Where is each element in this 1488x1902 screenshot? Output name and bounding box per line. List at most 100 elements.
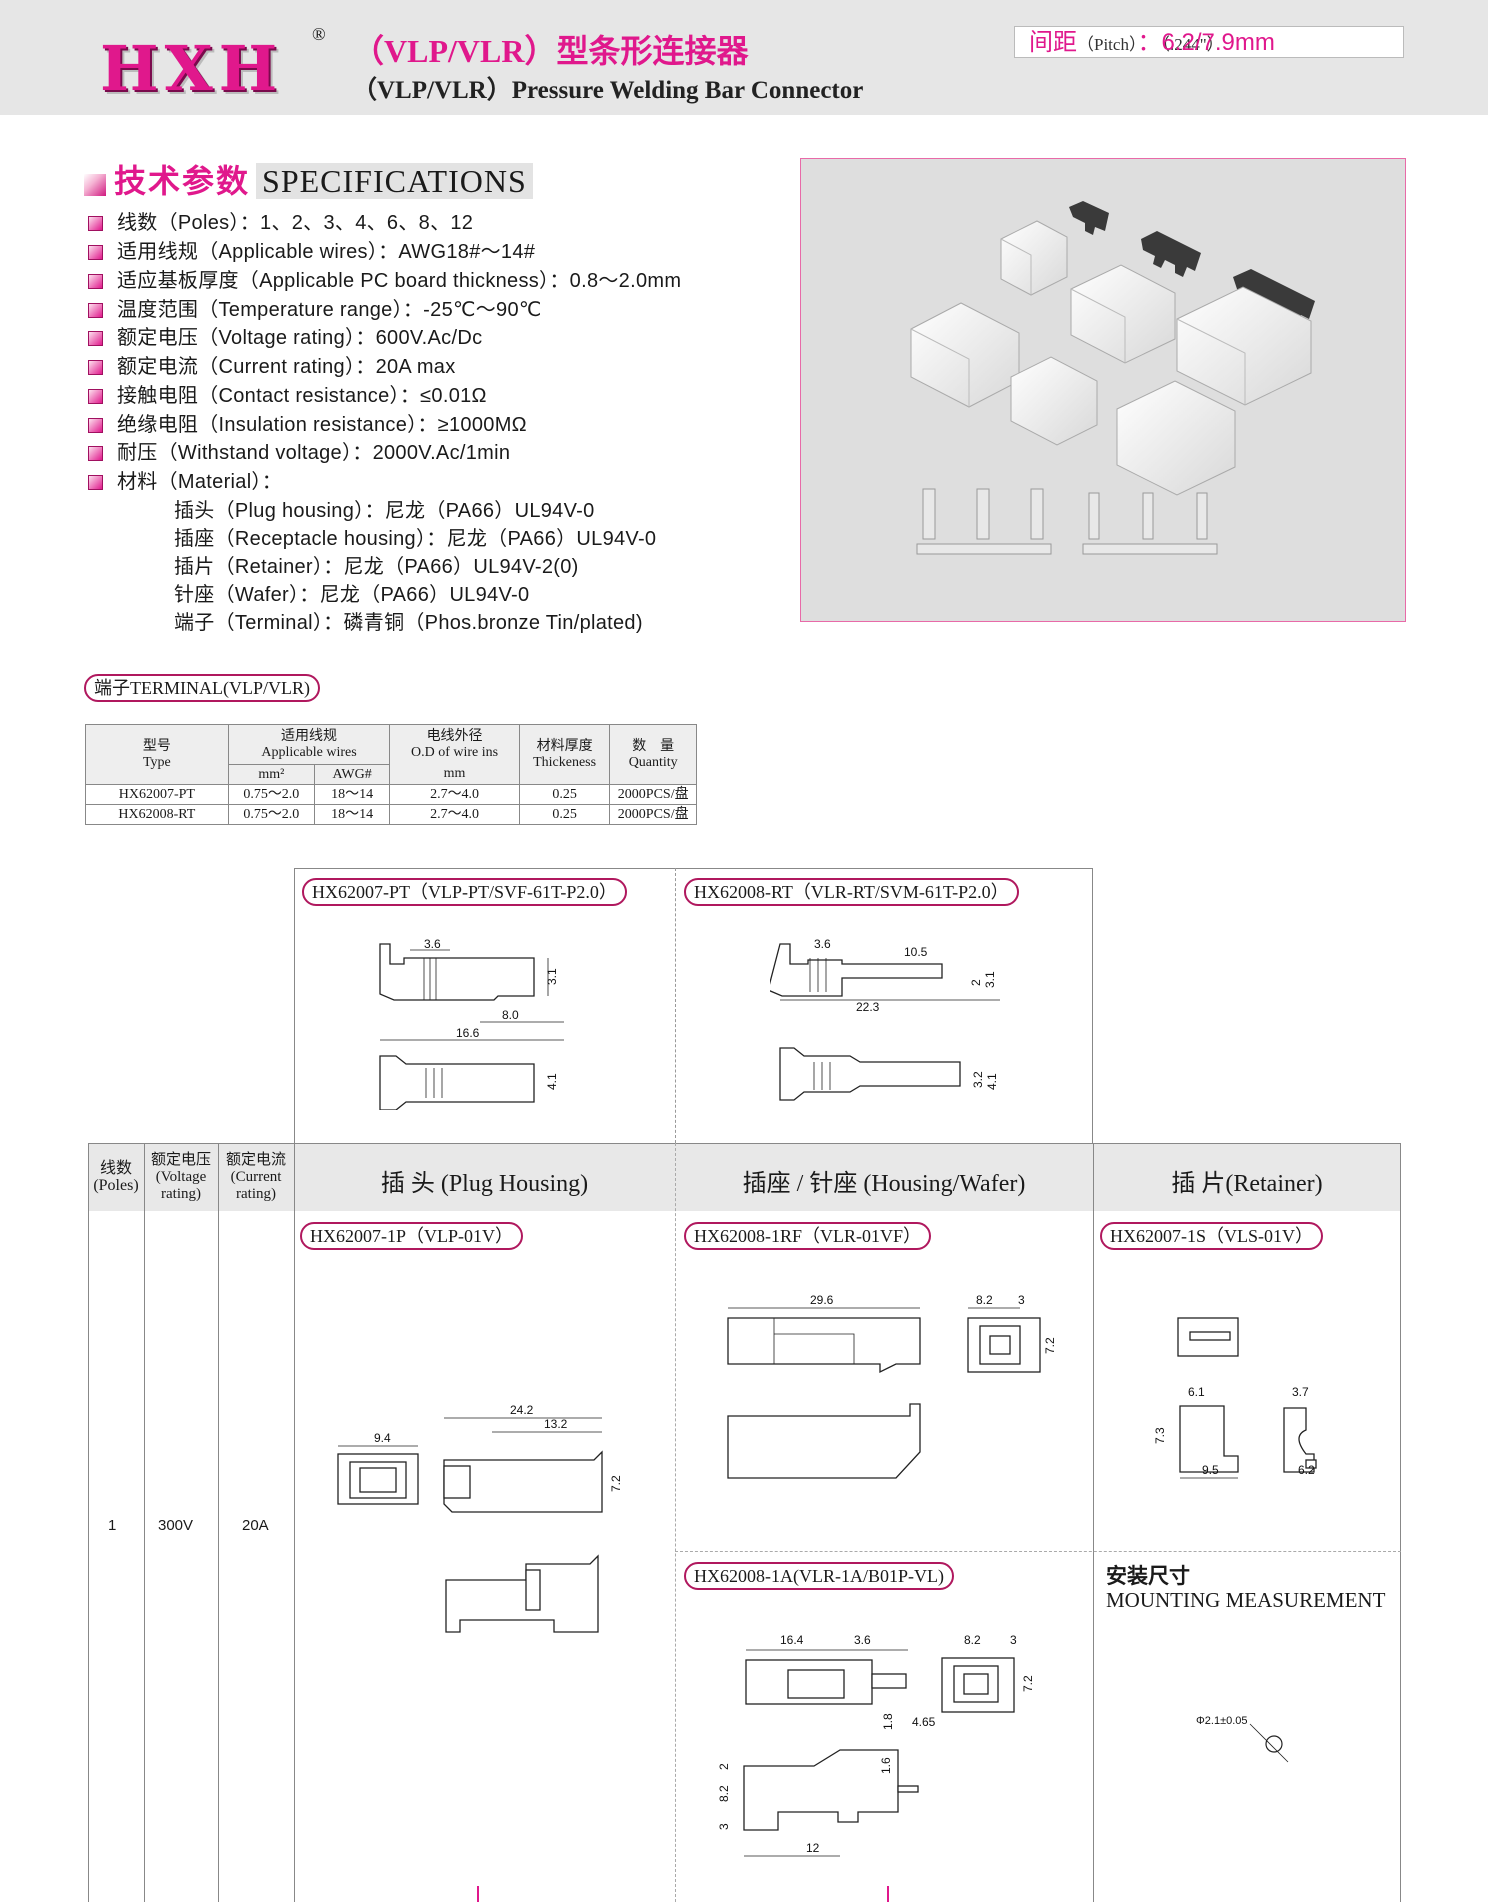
spec-row: 额定电压（Voltage rating）：600V.Ac/Dc [88, 321, 482, 350]
spec-text: 接触电阻（Contact resistance）：≤0.01Ω [117, 385, 487, 407]
spec-text: 耐压（Withstand voltage）：2000V.Ac/1min [117, 442, 511, 464]
dim-label: 3 [1018, 1293, 1025, 1307]
spec-row: 适应基板厚度（Applicable PC board thickness）：0.… [88, 264, 681, 293]
cell-mm2: 0.75～2.0 [227, 804, 315, 825]
spec-text: 适用线规（Applicable wires）：AWG18#～14# [117, 241, 536, 263]
dim-label: 13.2 [544, 1417, 568, 1431]
dim-label: 3 [1010, 1633, 1017, 1647]
dim-label: 7.2 [1043, 1337, 1057, 1354]
page-edge-marks [477, 1886, 889, 1902]
bullet-square-icon [84, 173, 106, 196]
dim-label: 24.2 [510, 1403, 534, 1417]
dim-label: 4.65 [912, 1715, 936, 1729]
th-awg: AWG# [313, 764, 391, 785]
dim-label: 6.1 [1188, 1385, 1205, 1399]
dim-label: 8.0 [502, 1008, 519, 1022]
mounting-title-cn: 安装尺寸 [1106, 1564, 1190, 1588]
dim-label: 8.2 [964, 1633, 981, 1647]
dim-label: 10.5 [904, 945, 928, 959]
th-od-unit: mm [389, 764, 520, 785]
cell-qty: 2000PCS/盘 [609, 804, 697, 825]
dim-label: 9.5 [1202, 1463, 1219, 1477]
bullet-square-icon [88, 216, 103, 232]
spec-heading-cn: 技术参数 [114, 163, 251, 199]
cell-type: HX62008-RT [85, 804, 229, 825]
product-table-frame [88, 1143, 1401, 1902]
spec-text: 温度范围（Temperature range）：-25℃～90℃ [117, 299, 542, 321]
rf-part-label: HX62008-1RF（VLR-01VF） [684, 1222, 932, 1250]
col-curr-en1: (Current [230, 1169, 282, 1185]
dim-label: 16.6 [456, 1026, 480, 1040]
divider [675, 868, 676, 1143]
column-divider [218, 1143, 219, 1902]
spec-heading-en: SPECIFICATIONS [256, 163, 533, 199]
row-divider [675, 1551, 1401, 1552]
pt-terminal-label: HX62007-PT（VLP-PT/SVF-61T-P2.0） [302, 878, 627, 906]
bullet-square-icon [88, 389, 103, 405]
table-header-band [88, 1143, 1401, 1211]
pt-terminal-drawing: 3.6 3.1 8.0 16.6 4.1 [379, 937, 564, 1110]
rt-terminal-label: HX62008-RT（VLR-RT/SVM-61T-P2.0） [684, 878, 1019, 906]
th-od-en: O.D of wire ins [411, 744, 499, 760]
cell-thick: 0.25 [518, 804, 611, 825]
th-thick-en: Thickeness [533, 754, 597, 770]
dim-label: 2 [717, 1763, 731, 1770]
material-row: 针座（Wafer）：尼龙（PA66）UL94V-0 [174, 584, 530, 606]
rt-terminal-drawing: 3.6 10.5 2 3.1 22.3 3.2 4.1 [770, 937, 1000, 1101]
cell-awg: 18～14 [313, 804, 391, 825]
plug-housing-header: 插 头 (Plug Housing) [380, 1171, 589, 1197]
cell-mm2: 0.75～2.0 [227, 784, 315, 805]
dim-label: 1.8 [881, 1713, 895, 1730]
col-poles-en: (Poles) [93, 1177, 139, 1194]
dim-label: 8.2 [717, 1785, 731, 1802]
page-title-cn: （VLP/VLR）型条形连接器 [352, 33, 749, 69]
dim-label: 6.2 [1298, 1463, 1315, 1477]
retainer-drawing: 6.1 3.7 7.3 9.5 6.2 [1153, 1317, 1317, 1479]
table-row: HX62008-RT 0.75～2.0 18～14 2.7～4.0 0.25 2… [85, 804, 697, 825]
col-poles-header: 线数(Poles) [88, 1160, 144, 1194]
dim-label: 22.3 [856, 1000, 880, 1014]
cell-awg: 18～14 [313, 784, 391, 805]
dim-label: 7.2 [609, 1475, 623, 1492]
spec-text: 适应基板厚度（Applicable PC board thickness）：0.… [117, 270, 682, 292]
th-qty-cn: 数 量 [632, 738, 675, 754]
th-od-cn: 电线外径 [426, 728, 483, 744]
plug-part-label: HX62007-1P（VLP-01V） [300, 1222, 524, 1250]
spec-text: 线数（Poles）：1、2、3、4、6、8、12 [117, 212, 474, 234]
terminal-drawing-frame [294, 868, 1093, 1143]
spec-text: 材料（Material）： [117, 471, 283, 493]
table-row: HX62007-PT 0.75～2.0 18～14 2.7～4.0 0.25 2… [85, 784, 697, 805]
spec-text: 额定电压（Voltage rating）：600V.Ac/Dc [117, 327, 483, 349]
dim-label: 3.2 [971, 1071, 985, 1088]
th-wires-cn: 适用线规 [281, 728, 338, 744]
cell-qty: 2000PCS/盘 [609, 784, 697, 805]
receptacle-housing-drawing: 29.6 8.2 3 7.2 [727, 1293, 1057, 1479]
dim-label: 12 [806, 1841, 820, 1855]
bullet-square-icon [88, 274, 103, 290]
th-qty-en: Quantity [628, 754, 678, 770]
voltage-value: 300V [158, 1517, 194, 1534]
th-thick-cn: 材料厚度 [536, 738, 593, 754]
dim-label: 3.1 [545, 968, 559, 985]
th-wires-en: Applicable wires [261, 744, 357, 760]
pitch-value: 6.2/7.9mm [1161, 29, 1275, 56]
col-curr-cn: 额定电流 [225, 1152, 286, 1168]
dim-label: 16.4 [780, 1633, 804, 1647]
th-mm2: mm² [227, 764, 315, 785]
pitch-box: 间距（Pitch）：6.2/7.9mm（.244"） [1014, 26, 1404, 58]
pitch-colon: ： [1137, 30, 1162, 56]
dim-label: 3.7 [1292, 1385, 1309, 1399]
cell-thick: 0.25 [518, 784, 611, 805]
plug-housing-drawing: 9.4 24.2 13.2 7.2 [337, 1403, 623, 1633]
column-divider [294, 1143, 295, 1902]
bullet-square-icon [88, 418, 103, 434]
spec-row: 耐压（Withstand voltage）：2000V.Ac/1min [88, 436, 510, 465]
dim-label: 3.6 [854, 1633, 871, 1647]
retainer-part-label: HX62007-1S（VLS-01V） [1100, 1222, 1324, 1250]
